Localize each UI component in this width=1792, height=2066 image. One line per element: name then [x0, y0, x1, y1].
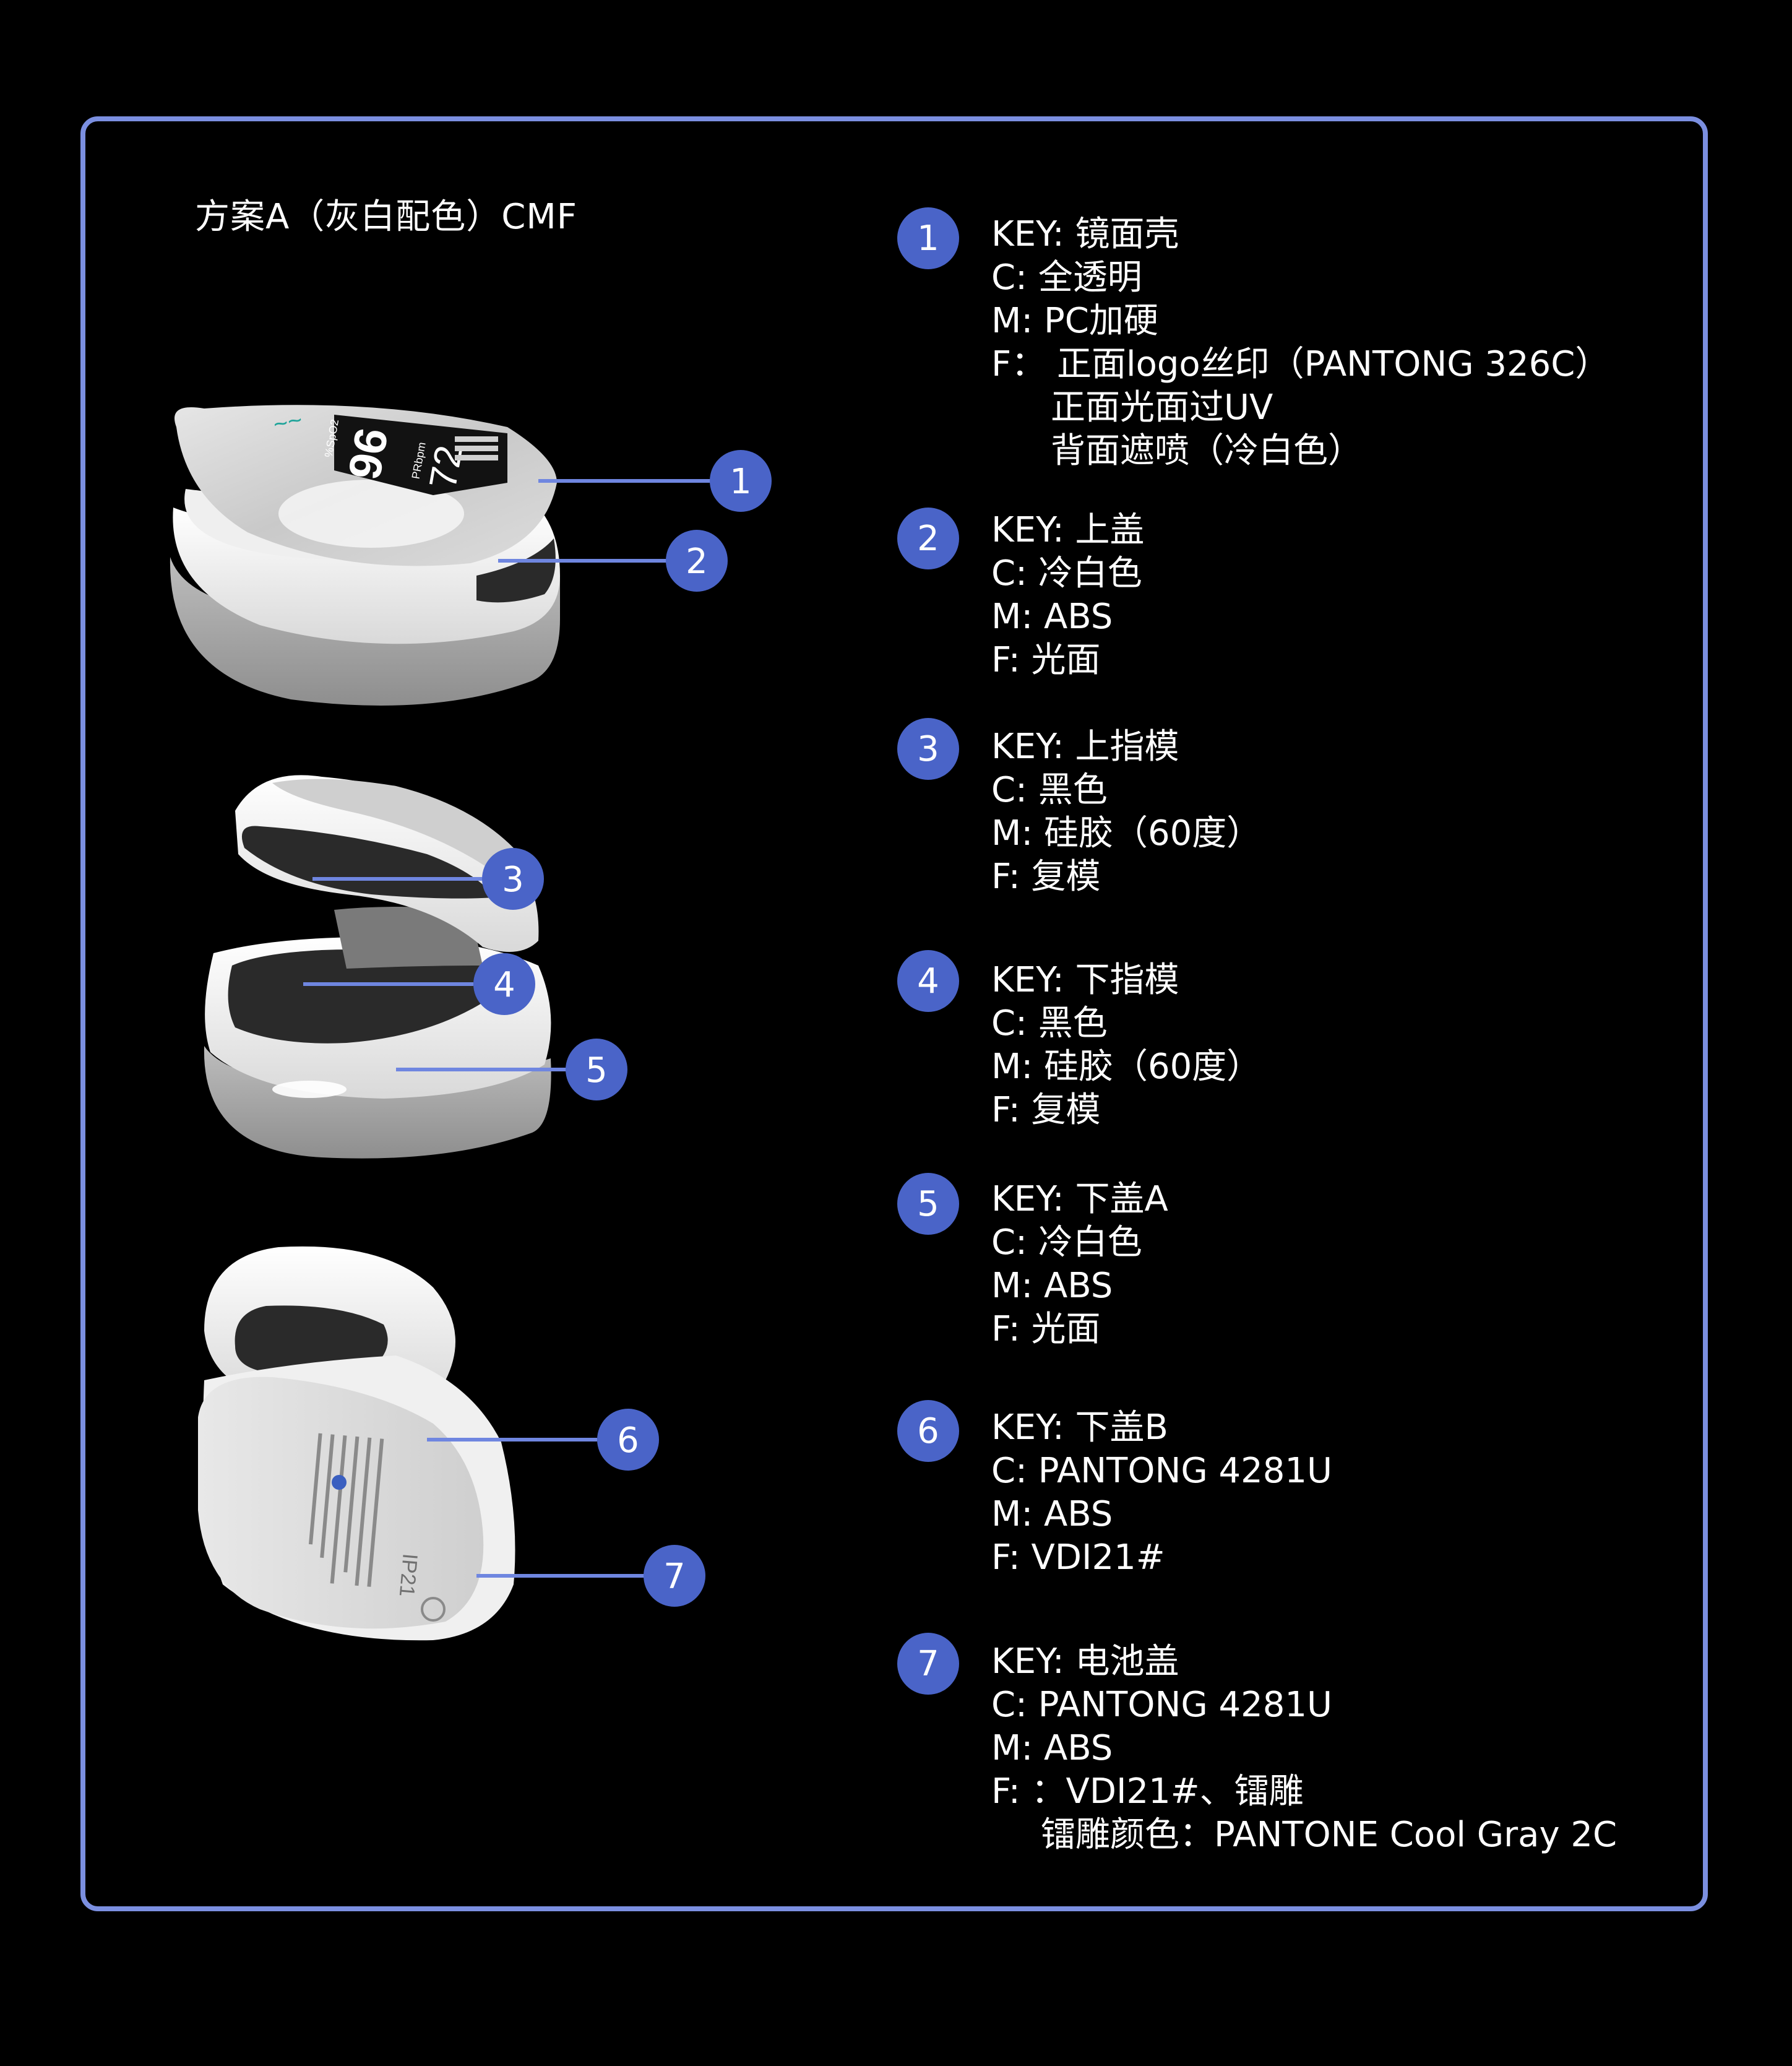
spec-1-material: M: PC加硬 [991, 301, 1158, 341]
device-2-hinge-core [334, 907, 483, 969]
spec-6-material: M: ABS [991, 1494, 1113, 1534]
svg-text:5: 5 [585, 1050, 608, 1091]
device-opened [204, 775, 551, 1159]
device-3-ip-rating: IP21 [395, 1553, 422, 1598]
device-1-finger-opening [476, 538, 556, 603]
spec-5-material: M: ABS [991, 1266, 1113, 1306]
spec-badge-6: 6 [897, 1400, 959, 1462]
spec-5-finish: F: 光面 [991, 1309, 1101, 1349]
spec-1-finish-line-3: 背面遮喷（冷白色） [1051, 431, 1363, 471]
svg-text:3: 3 [502, 860, 524, 900]
spec-2-color: C: 冷白色 [991, 553, 1142, 594]
callout-7: 7 [644, 1545, 705, 1607]
spec-5-color: C: 冷白色 [991, 1222, 1142, 1263]
device-3-laser-markings [308, 1433, 384, 1587]
device-1-logo: ~~ [271, 406, 305, 439]
spec-4-key: KEY: 下指模 [991, 960, 1179, 1000]
device-1-bar-indicator [455, 436, 498, 460]
device-1-screen [334, 415, 507, 495]
svg-text:6: 6 [617, 1420, 639, 1461]
spec-badge-2: 2 [897, 508, 959, 569]
spec-badge-3: 3 [897, 718, 959, 780]
svg-text:7: 7 [663, 1557, 686, 1597]
spec-badge-4: 4 [897, 950, 959, 1012]
svg-text:2: 2 [686, 542, 708, 582]
device-2-upper-shell [272, 779, 520, 874]
spec-badge-1: 1 [897, 207, 959, 269]
spec-2-material: M: ABS [991, 597, 1113, 637]
callout-1: 1 [710, 450, 772, 512]
spec-badge-5: 5 [897, 1173, 959, 1235]
spec-4-material: M: 硅胶（60度） [991, 1047, 1262, 1087]
svg-text:4: 4 [493, 965, 515, 1005]
device-1-spo2-value: 96 [338, 424, 398, 483]
spec-6-finish: F: VDI21# [991, 1537, 1165, 1578]
leader-lines [303, 479, 712, 1578]
callout-2: 2 [666, 530, 728, 592]
spec-3-material: M: 硅胶（60度） [991, 813, 1262, 854]
spec-2-finish: F: 光面 [991, 640, 1101, 680]
spec-1-key: KEY: 镜面壳 [991, 214, 1179, 254]
callout-4: 4 [473, 953, 535, 1015]
spec-2-key: KEY: 上盖 [991, 510, 1145, 550]
callout-3: 3 [482, 848, 544, 910]
spec-7-finish-line-2: 镭雕颜色：PANTONE Cool Gray 2C [1041, 1815, 1618, 1855]
svg-text:1: 1 [730, 462, 752, 502]
device-3-bluetooth-icon [332, 1475, 347, 1490]
device-2-lower-gray [204, 1046, 551, 1159]
spec-1-color: C: 全透明 [991, 257, 1142, 298]
device-3-upper-pad [235, 1305, 388, 1373]
callout-6: 6 [597, 1409, 659, 1471]
spec-7-material: M: ABS [991, 1728, 1113, 1768]
spec-4-finish: F: 复模 [991, 1090, 1101, 1130]
spec-1-finish: F： 正面logo丝印（PANTONG 326C） [991, 344, 1610, 384]
spec-3-color: C: 黑色 [991, 770, 1108, 810]
device-back-view: IP21 [198, 1246, 515, 1641]
spec-3-finish: F: 复模 [991, 857, 1101, 897]
page-title: 方案A（灰白配色）CMF [195, 197, 577, 237]
product-illustrations: ~~ 96 %SpO2 72 PRbpm [170, 405, 772, 1641]
spec-7-key: KEY: 电池盖 [991, 1641, 1179, 1682]
spec-6-key: KEY: 下盖B [991, 1407, 1168, 1448]
callout-5: 5 [566, 1039, 627, 1100]
spec-7-color: C: PANTONG 4281U [991, 1685, 1333, 1725]
device-2-lower-pad [228, 949, 488, 1044]
device-1-shell-highlight [278, 480, 464, 548]
device-2-lower-highlight [272, 1081, 347, 1098]
spec-7-finish: F: ：VDI21#、镭雕 [991, 1771, 1304, 1812]
spec-3-key: KEY: 上指模 [991, 727, 1179, 767]
spec-badge-7: 7 [897, 1633, 959, 1695]
device-assembled: ~~ 96 %SpO2 72 PRbpm [170, 405, 560, 706]
spec-6-color: C: PANTONG 4281U [991, 1451, 1333, 1491]
spec-1-finish-line-2: 正面光面过UV [1051, 387, 1273, 428]
spec-5-key: KEY: 下盖A [991, 1179, 1168, 1219]
content-frame [80, 116, 1708, 1911]
spec-4-color: C: 黑色 [991, 1003, 1108, 1044]
device-3-certification-icon [421, 1597, 446, 1622]
